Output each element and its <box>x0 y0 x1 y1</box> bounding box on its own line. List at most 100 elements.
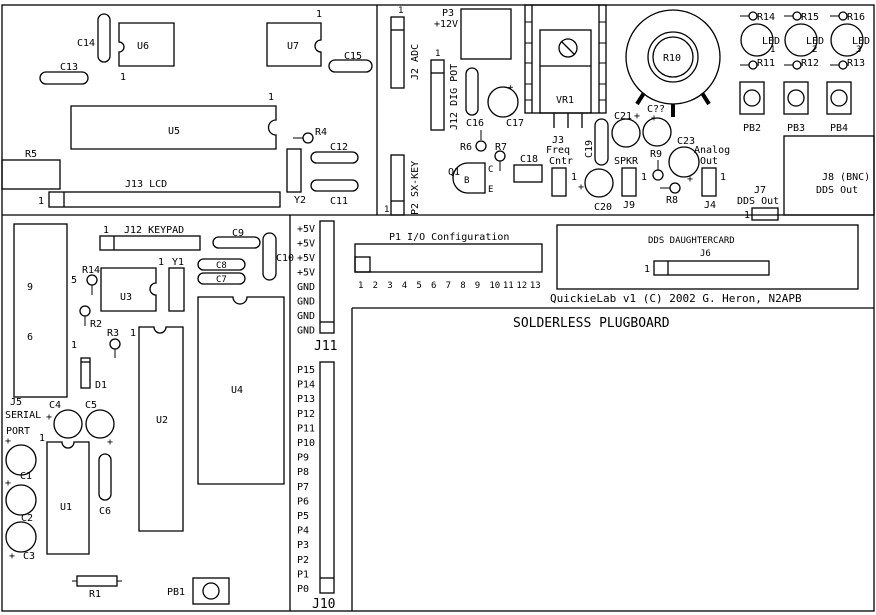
p1-pin-label: 9 <box>475 281 480 291</box>
capacitor-c13 <box>39 71 89 85</box>
label-c18: C18 <box>520 154 538 165</box>
label-c3: C3 <box>23 551 35 562</box>
pushbutton-pb1[interactable]: PB1 <box>167 577 230 605</box>
label-j7: J7 <box>754 185 766 196</box>
j11-pin-label: +5V <box>297 268 315 279</box>
j10-pin-label: P6 <box>297 496 309 507</box>
label-c12: C12 <box>330 142 348 153</box>
label-p1: P1 I/O Configuration <box>389 232 509 243</box>
p1-pin-label: 5 <box>416 281 421 291</box>
capacitor-c8 <box>197 258 246 271</box>
capacitor-c6 <box>98 453 112 501</box>
label-c9: C9 <box>232 228 244 239</box>
chip-u1: U1 <box>46 441 90 555</box>
capacitor-c2 <box>5 484 37 516</box>
label-c11: C11 <box>330 196 348 207</box>
j10-pin-label: P13 <box>297 394 315 405</box>
label-c20: C20 <box>594 202 612 213</box>
j12-dig-pin1: 1 <box>435 49 440 59</box>
svg-text:R15: R15 <box>801 12 819 23</box>
capacitor-c14 <box>97 13 111 63</box>
screw-icon <box>558 38 578 58</box>
pushbutton-pb4[interactable]: PB4 <box>826 81 852 134</box>
svg-text:R10: R10 <box>663 53 681 64</box>
section-top-left: C14 U6 1 C13 U7 1 C15 U5 1 R4 <box>1 9 373 208</box>
svg-text:R13: R13 <box>847 58 865 69</box>
svg-text:R16: R16 <box>847 12 865 23</box>
svg-text:5: 5 <box>71 275 77 286</box>
svg-text:1: 1 <box>39 433 45 444</box>
svg-text:1: 1 <box>71 340 77 351</box>
resistor-r6: R6 <box>460 130 487 153</box>
svg-text:PB3: PB3 <box>787 123 805 134</box>
svg-text:R12: R12 <box>801 58 819 69</box>
capacitor-c12 <box>310 151 359 164</box>
chip-u4: U4 <box>197 296 285 485</box>
svg-text:PB4: PB4 <box>830 123 848 134</box>
label-c22: C?? <box>647 104 665 115</box>
label-j9: J9 <box>623 200 635 211</box>
svg-text:R11: R11 <box>757 58 775 69</box>
u5-pin1: 1 <box>268 92 274 103</box>
j11-pin-label: GND <box>297 311 315 322</box>
svg-text:+: + <box>634 111 640 122</box>
label-c5: C5 <box>85 400 97 411</box>
connector-j9-spkr <box>621 167 637 197</box>
transistor-q1: Q1 C B E <box>448 162 493 195</box>
resistor-r1: R1 <box>72 575 122 600</box>
label-p3: P3 <box>442 8 454 19</box>
svg-text:LED: LED <box>806 36 824 47</box>
label-dds-daughtercard: DDS DAUGHTERCARD <box>648 236 735 246</box>
p1-pin-label: 7 <box>446 281 451 291</box>
label-r5: R5 <box>25 149 37 160</box>
label-j8-out: DDS Out <box>816 185 858 196</box>
j13-pin1: 1 <box>38 196 44 207</box>
j10-pin-label: P8 <box>297 467 309 478</box>
pushbutton-pb2[interactable]: PB2 <box>739 81 765 134</box>
resistor-r9: R9 <box>650 149 664 181</box>
connector-p2-sx-key <box>390 154 405 216</box>
svg-text:B: B <box>464 176 469 186</box>
capacitor-c3 <box>5 521 37 553</box>
chip-u5: U5 <box>70 105 277 150</box>
capacitor-c5 <box>85 409 115 439</box>
label-j10: J10 <box>312 597 335 612</box>
connector-j12-keypad <box>99 235 201 251</box>
j11-pin-label: GND <box>297 297 315 308</box>
capacitor-c16 <box>465 67 479 116</box>
label-c1: C1 <box>20 471 32 482</box>
connector-j3-freq-cntr <box>551 167 567 197</box>
section-top-mid: 1 J2 ADC 1 J12 DIG POT 1 P2 SX-KEY P3 +1… <box>384 4 614 216</box>
svg-text:1: 1 <box>770 45 775 55</box>
svg-text:+: + <box>687 174 693 185</box>
svg-text:6: 6 <box>27 332 33 343</box>
label-j3-freq: Freq <box>546 145 570 156</box>
j10-pin-label: P15 <box>297 365 315 376</box>
svg-text:+: + <box>508 83 514 93</box>
svg-text:+: + <box>578 182 584 193</box>
svg-text:R14: R14 <box>757 12 775 23</box>
led-3: R16 LED 3 R13 <box>830 11 870 70</box>
svg-text:+: + <box>5 478 11 489</box>
j11-pin-label: +5V <box>297 224 315 235</box>
svg-text:9: 9 <box>27 282 33 293</box>
capacitor-c21 <box>611 118 641 148</box>
label-c23: C23 <box>677 136 695 147</box>
pushbutton-pb3[interactable]: PB3 <box>783 81 809 134</box>
j10-pin-label: P0 <box>297 584 309 595</box>
svg-text:2: 2 <box>812 45 817 55</box>
label-analog: Analog <box>694 145 730 156</box>
svg-text:1: 1 <box>720 172 726 183</box>
svg-text:R2: R2 <box>90 319 102 330</box>
j10-pin-label: P9 <box>297 453 309 464</box>
label-j7-dds-out: DDS Out <box>737 196 779 207</box>
potentiometer-r10: R10 <box>625 9 721 117</box>
resistor-r3: R3 <box>107 328 121 358</box>
capacitor-c10 <box>262 232 277 281</box>
connector-j8-bnc <box>783 135 875 216</box>
label-j2-adc: J2 ADC <box>410 44 421 80</box>
resistor-r4: R4 <box>293 127 327 144</box>
svg-text:R8: R8 <box>666 195 678 206</box>
label-c8: C8 <box>216 261 227 271</box>
